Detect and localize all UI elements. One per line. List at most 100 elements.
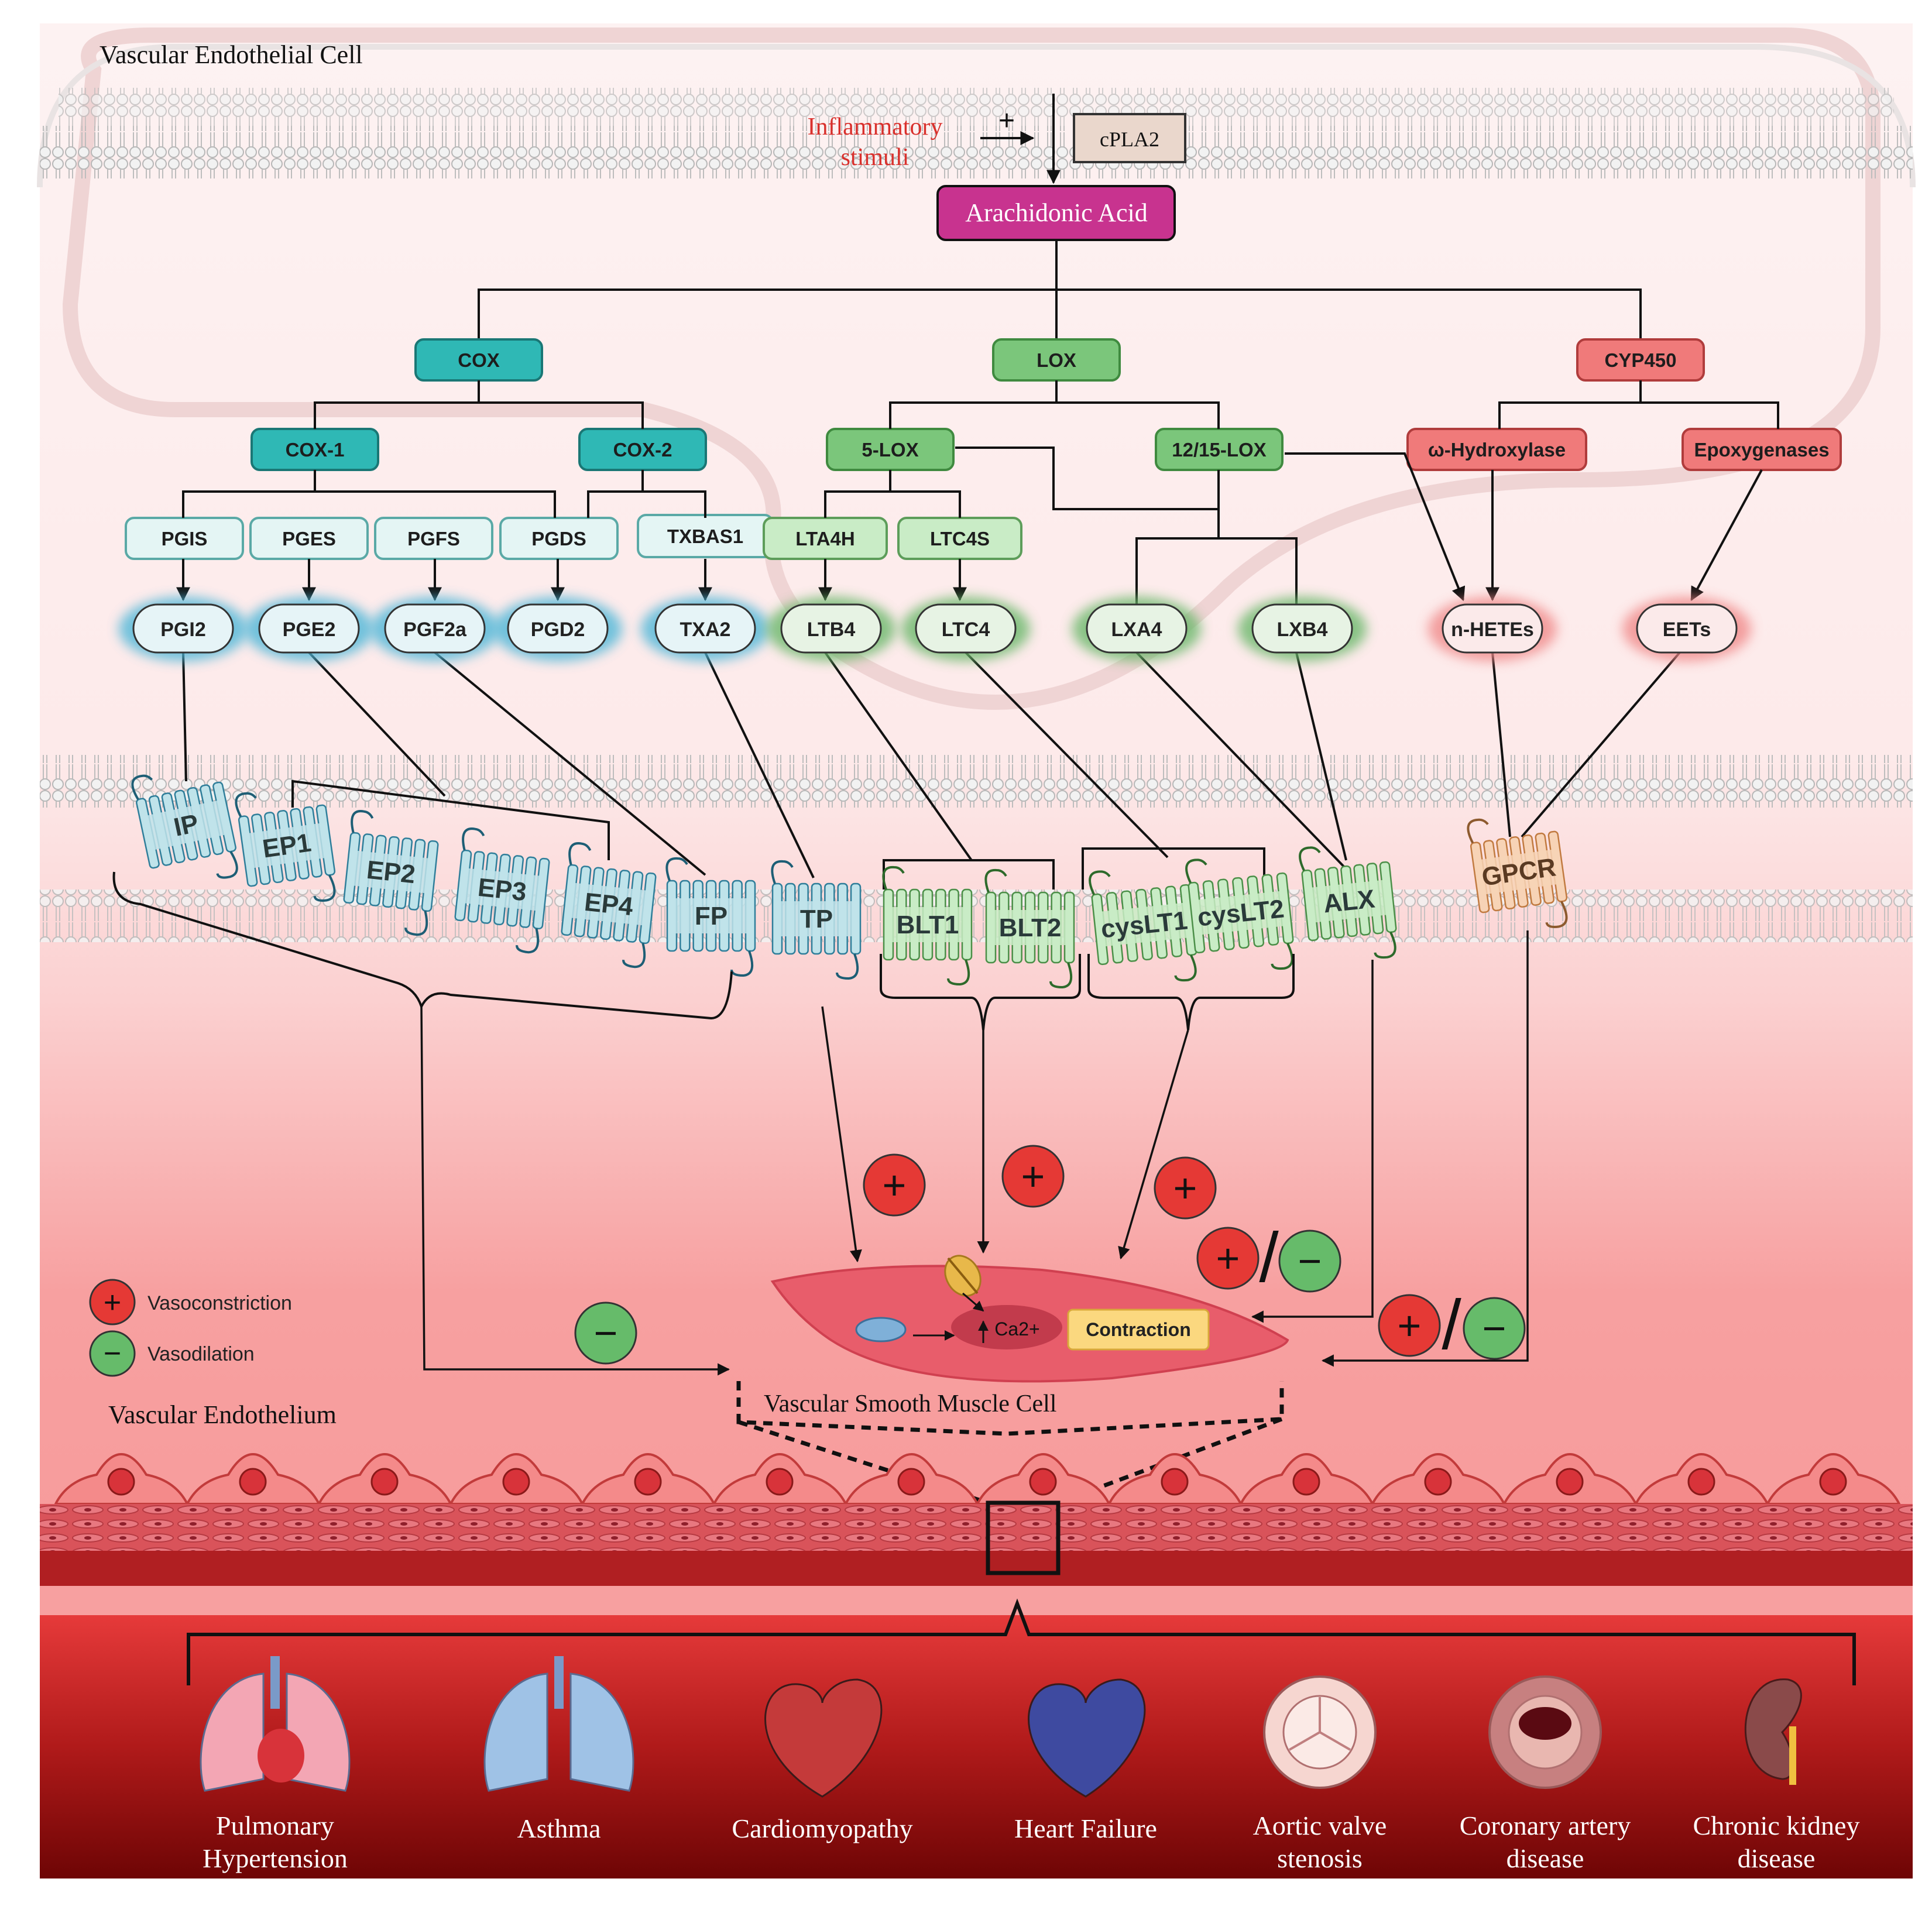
pges-label: PGES: [282, 528, 336, 550]
cell-nucleus: [239, 1468, 267, 1496]
txa2-pill: [654, 603, 756, 654]
alx-receptor: ALX: [1299, 846, 1397, 959]
coronary-label-1: Coronary artery: [1460, 1811, 1631, 1840]
cardiomyopathy-label: Cardiomyopathy: [732, 1814, 912, 1843]
ep4-label: EP4: [583, 888, 634, 921]
calcium-label: Ca2+: [994, 1318, 1039, 1340]
prostanoid-dilation-badge-sign: −: [594, 1310, 618, 1356]
legend-plus: +: [104, 1286, 121, 1320]
heart-section-icon: [764, 1678, 883, 1798]
cyslt1-receptor: cysLT1: [1089, 870, 1197, 982]
disease-panel: [40, 1615, 1913, 1878]
tp-constriction-badge: [863, 1153, 926, 1217]
cyslt2-receptor: cysLT2: [1185, 858, 1294, 970]
cell-nucleus: [370, 1468, 399, 1496]
blt1-label: BLT1: [897, 911, 959, 939]
alx-slash: /: [1259, 1218, 1279, 1297]
pgi2-pill: [132, 603, 234, 654]
ep2-label: EP2: [365, 856, 417, 889]
ep2-receptor: EP2: [343, 810, 439, 936]
alx-dilation-badge: [1278, 1230, 1341, 1293]
blt1-receptor: BLT1: [882, 866, 973, 986]
heart-icon: [1028, 1678, 1146, 1798]
contraction-box: [1067, 1309, 1210, 1351]
alx-constriction-badge-sign: +: [1216, 1235, 1240, 1281]
lxb4-label: LXB4: [1277, 619, 1328, 641]
asthma-label: Asthma: [517, 1814, 600, 1843]
arachidonic-acid-label: Arachidonic Acid: [965, 198, 1148, 227]
cell-nucleus: [107, 1468, 135, 1496]
stimulus-label-2: stimuli: [841, 144, 910, 171]
cpla2-box: [1073, 113, 1186, 163]
lxa4-label: LXA4: [1111, 619, 1162, 641]
blt-constriction-badge: [1001, 1145, 1065, 1208]
pgi2-label: PGI2: [160, 619, 205, 641]
lxb4-pill: [1251, 603, 1353, 654]
smooth-muscle-title: Vascular Smooth Muscle Cell: [764, 1390, 1056, 1417]
alx-dilation-badge-sign: −: [1298, 1238, 1322, 1284]
pgf2a-pill: [384, 603, 486, 654]
eets-label: EETs: [1663, 619, 1711, 641]
pulmonary-label-2: Hypertension: [203, 1843, 348, 1873]
pgf2a-label: PGF2a: [403, 619, 467, 641]
top-membrane: [40, 126, 1913, 178]
ep4-receptor: EP4: [561, 842, 657, 969]
fp-label: FP: [695, 902, 727, 930]
cpla2-label: cPLA2: [1100, 128, 1159, 151]
heart-failure-label: Heart Failure: [1014, 1814, 1157, 1843]
blt2-label: BLT2: [999, 913, 1062, 942]
endothelial-cell-title: Vascular Endothelial Cell: [99, 40, 363, 69]
ltc4-pill: [915, 603, 1017, 654]
pgis-label: PGIS: [162, 528, 208, 550]
cell-nucleus: [1292, 1468, 1320, 1496]
legend-vasodilation: Vasodilation: [147, 1343, 255, 1365]
legend-vasoconstriction: Vasoconstriction: [147, 1292, 292, 1314]
blt2-receptor: BLT2: [984, 868, 1075, 989]
kidney-icon: [1744, 1678, 1802, 1785]
ip-receptor: IP: [131, 774, 238, 879]
stimulus-plus: +: [998, 105, 1015, 136]
coronary-label-2: disease: [1507, 1843, 1584, 1873]
pgds-label: PGDS: [531, 528, 586, 550]
artery-section-icon: [1488, 1675, 1602, 1789]
ckd-label-1: Chronic kidney: [1693, 1811, 1860, 1840]
pathway-connectors: [176, 380, 1779, 890]
hydroxylase-label: ω-Hydroxylase: [1428, 439, 1566, 461]
tp-constriction-badge-sign: +: [883, 1162, 907, 1208]
nucleus: [951, 1305, 1062, 1349]
cell-nucleus: [1687, 1468, 1715, 1496]
legend: + Vasoconstriction − Vasodilation: [89, 1279, 292, 1377]
aortic-valve-icon: [1263, 1675, 1377, 1789]
cyp450-label: CYP450: [1605, 349, 1677, 371]
mitochondria-icon: [855, 1317, 907, 1342]
gpcr-dilation-badge-sign: −: [1483, 1306, 1507, 1351]
ep3-label: EP3: [476, 873, 528, 906]
ltc4-label: LTC4: [942, 619, 990, 641]
alx-label: ALX: [1322, 885, 1377, 919]
contraction-label: Contraction: [1086, 1319, 1191, 1340]
gpcr-receptor: GPCR: [1467, 818, 1568, 928]
cell-nucleus: [1161, 1468, 1189, 1496]
n-hetes-label: n-HETEs: [1451, 619, 1534, 641]
gpcr-constriction-badge: [1378, 1294, 1441, 1357]
eets-pill: [1636, 603, 1738, 654]
pgfs-label: PGFS: [407, 528, 460, 550]
nucleus-outline: [62, 28, 1880, 710]
fp-receptor: FP: [665, 857, 756, 977]
txa2-label: TXA2: [680, 619, 731, 641]
cox1-label: COX-1: [286, 439, 345, 461]
cell-nucleus: [502, 1468, 530, 1496]
hydroxylase-box: [1406, 428, 1587, 471]
muscle-tissue: [40, 1504, 1913, 1551]
cell-nucleus: [1819, 1468, 1847, 1496]
gpcr-slash: /: [1442, 1286, 1461, 1364]
legend-minus: −: [104, 1337, 121, 1371]
cell-nucleus: [1556, 1468, 1584, 1496]
ep3-receptor: EP3: [454, 827, 550, 954]
effect-arrows: [420, 930, 1529, 1376]
pgd2-label: PGD2: [531, 619, 585, 641]
cell-nucleus: [1424, 1468, 1452, 1496]
calcium-channel-icon: [944, 1255, 982, 1297]
lxa4-pill: [1086, 603, 1188, 654]
